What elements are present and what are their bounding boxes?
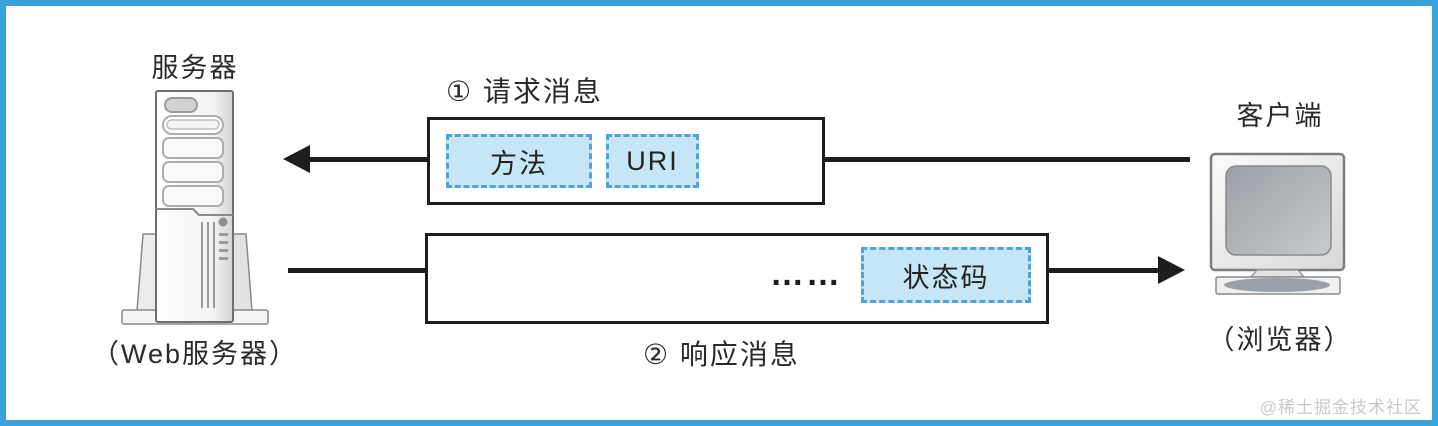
response-arrowhead-icon [1158,256,1185,284]
client-sublabel: （浏览器） [1207,325,1353,355]
server-icon [120,86,270,330]
response-message-label: ② 响应消息 [643,339,800,370]
request-arrowhead-icon [283,145,310,173]
client-label: 客户端 [1236,101,1324,131]
request-field-uri: URI [606,134,699,188]
response-message-box: …… 状态码 [425,233,1049,324]
server-sublabel: （Web服务器） [91,339,299,369]
watermark: @稀土掘金技术社区 [1259,398,1422,417]
request-message-box: 方法 URI [427,117,825,205]
monitor-icon [1205,148,1350,300]
response-field-status-code: 状态码 [861,247,1031,303]
server-label: 服务器 [151,53,239,83]
request-message-label: ① 请求消息 [446,76,603,107]
response-ellipsis: …… [770,255,842,293]
request-field-method: 方法 [446,134,592,188]
